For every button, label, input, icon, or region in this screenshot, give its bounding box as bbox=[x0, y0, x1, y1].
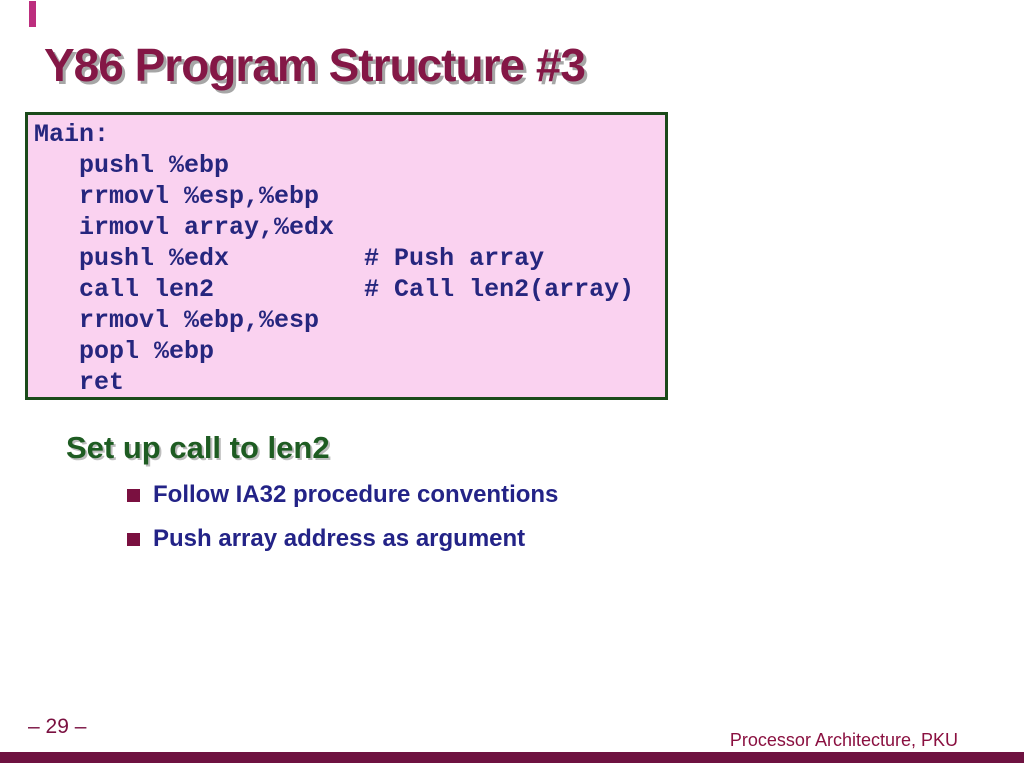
slide-title: Y86 Program Structure #3 bbox=[44, 39, 586, 91]
bottom-bar bbox=[0, 752, 1024, 763]
section-heading: Set up call to len2 bbox=[66, 430, 330, 465]
bullet-text: Follow IA32 procedure conventions bbox=[153, 481, 559, 508]
code-line: popl %ebp bbox=[34, 337, 215, 366]
code-line: call len2 # Call len2(array) bbox=[34, 275, 635, 304]
page-number: – 29 – bbox=[28, 715, 87, 738]
code-line: rrmovl %ebp,%esp bbox=[34, 306, 320, 335]
footer-course-label: Processor Architecture, PKU bbox=[729, 730, 958, 750]
code-line: pushl %ebp bbox=[34, 151, 230, 180]
square-bullet-icon bbox=[127, 489, 140, 502]
bullet-item: Push array address as argument bbox=[127, 525, 525, 553]
square-bullet-icon bbox=[127, 533, 140, 546]
slide-accent-strip bbox=[29, 1, 36, 27]
bullet-text: Push array address as argument bbox=[153, 525, 526, 552]
code-line: rrmovl %esp,%ebp bbox=[34, 182, 320, 211]
code-line: pushl %edx # Push array bbox=[34, 244, 545, 273]
code-block: Main: pushl %ebp rrmovl %esp,%ebp irmovl… bbox=[25, 112, 668, 400]
bullet-item: Follow IA32 procedure conventions bbox=[127, 481, 558, 509]
code-line: Main: bbox=[34, 120, 110, 149]
code-line: ret bbox=[34, 368, 125, 397]
code-line: irmovl array,%edx bbox=[34, 213, 335, 242]
